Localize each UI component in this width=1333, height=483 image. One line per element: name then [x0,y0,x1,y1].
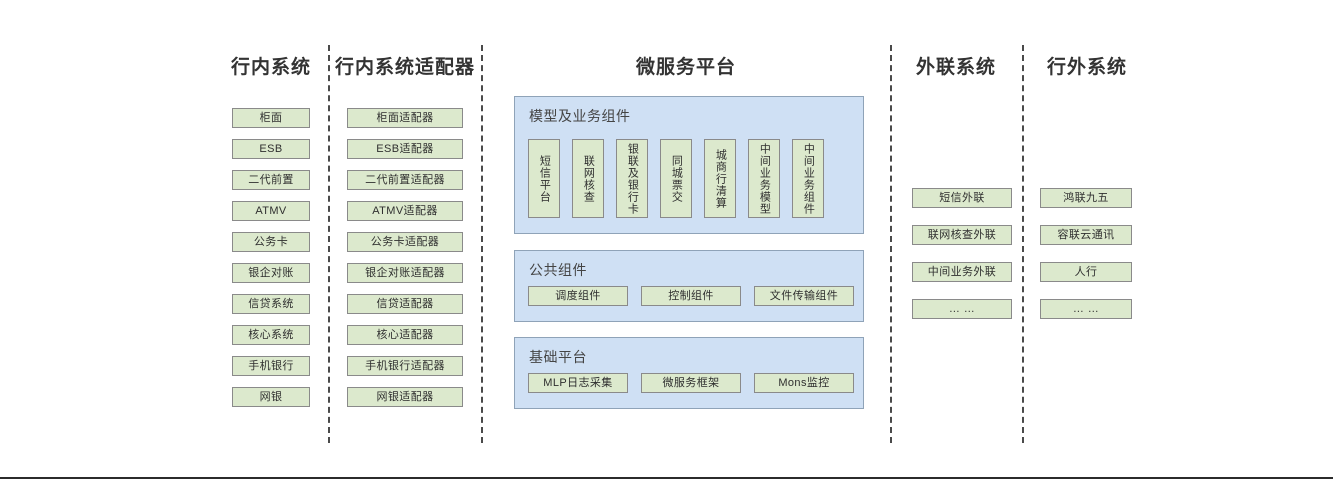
adapter-box-credit[interactable]: 信贷适配器 [347,294,463,314]
external-box-honglian-9five[interactable]: 鸿联九五 [1040,188,1132,208]
component-box-intermediary-business-component[interactable]: 中间业务组件 [792,139,824,218]
system-box-second-gen-frontend[interactable]: 二代前置 [232,170,310,190]
adapter-box-core[interactable]: 核心适配器 [347,325,463,345]
system-box-credit-system[interactable]: 信贷系统 [232,294,310,314]
adapter-box-atmv[interactable]: ATMV适配器 [347,201,463,221]
system-box-counter[interactable]: 柜面 [232,108,310,128]
system-box-atmv[interactable]: ATMV [232,201,310,221]
system-box-esb[interactable]: ESB [232,139,310,159]
system-box-mobile-banking[interactable]: 手机银行 [232,356,310,376]
column-title-external-systems: 行外系统 [1046,57,1127,78]
public-component-box-file-transfer[interactable]: 文件传输组件 [754,286,854,306]
panel-title-model-business-components: 模型及业务组件 [529,108,631,124]
component-label: 城商行清算 [714,148,727,209]
external-box-pboc[interactable]: 人行 [1040,262,1132,282]
component-label: 同城票交 [670,154,683,203]
system-box-official-card[interactable]: 公务卡 [232,232,310,252]
system-box-bank-enterprise-reconciliation[interactable]: 银企对账 [232,263,310,283]
component-label: 联网核查 [582,154,595,203]
outreach-box-intermediary-business[interactable]: 中间业务外联 [912,262,1012,282]
component-box-local-bill-exchange[interactable]: 同城票交 [660,139,692,218]
column-divider-1 [328,45,330,443]
adapter-box-bank-enterprise-reconciliation[interactable]: 银企对账适配器 [347,263,463,283]
outreach-box-sms[interactable]: 短信外联 [912,188,1012,208]
base-platform-box-mlp-log-collection[interactable]: MLP日志采集 [528,373,628,393]
adapter-box-mobile-banking[interactable]: 手机银行适配器 [347,356,463,376]
adapter-box-official-card[interactable]: 公务卡适配器 [347,232,463,252]
component-label: 中间业务组件 [802,142,815,215]
component-label: 银联及银行卡 [626,142,639,215]
public-component-box-scheduling[interactable]: 调度组件 [528,286,628,306]
component-box-network-verification[interactable]: 联网核查 [572,139,604,218]
component-label: 中间业务模型 [758,142,771,215]
adapter-box-counter[interactable]: 柜面适配器 [347,108,463,128]
public-component-box-control[interactable]: 控制组件 [641,286,741,306]
column-divider-3 [890,45,892,443]
column-title-outreach-systems: 外联系统 [915,57,996,78]
component-box-city-bank-clearing[interactable]: 城商行清算 [704,139,736,218]
adapter-box-second-gen-frontend[interactable]: 二代前置适配器 [347,170,463,190]
component-box-intermediary-business-model[interactable]: 中间业务模型 [748,139,780,218]
column-title-internal-systems: 行内系统 [230,57,311,78]
outreach-box-network-verification[interactable]: 联网核查外联 [912,225,1012,245]
column-divider-2 [481,45,483,443]
external-box-more[interactable]: … … [1040,299,1132,319]
column-title-internal-adapters: 行内系统适配器 [334,57,475,78]
panel-title-public-components: 公共组件 [529,262,587,278]
adapter-box-esb[interactable]: ESB适配器 [347,139,463,159]
external-box-ronglian-cloud[interactable]: 容联云通讯 [1040,225,1132,245]
component-box-unionpay-bankcard[interactable]: 银联及银行卡 [616,139,648,218]
component-label: 短信平台 [538,154,551,203]
column-divider-4 [1022,45,1024,443]
panel-title-base-platform: 基础平台 [529,349,587,365]
component-box-sms-platform[interactable]: 短信平台 [528,139,560,218]
system-box-core-system[interactable]: 核心系统 [232,325,310,345]
bottom-divider [0,477,1333,479]
adapter-box-online-banking[interactable]: 网银适配器 [347,387,463,407]
system-box-online-banking[interactable]: 网银 [232,387,310,407]
outreach-box-more[interactable]: … … [912,299,1012,319]
base-platform-box-microservice-framework[interactable]: 微服务框架 [641,373,741,393]
base-platform-box-mons-monitoring[interactable]: Mons监控 [754,373,854,393]
column-title-microservice-platform: 微服务平台 [635,57,736,78]
